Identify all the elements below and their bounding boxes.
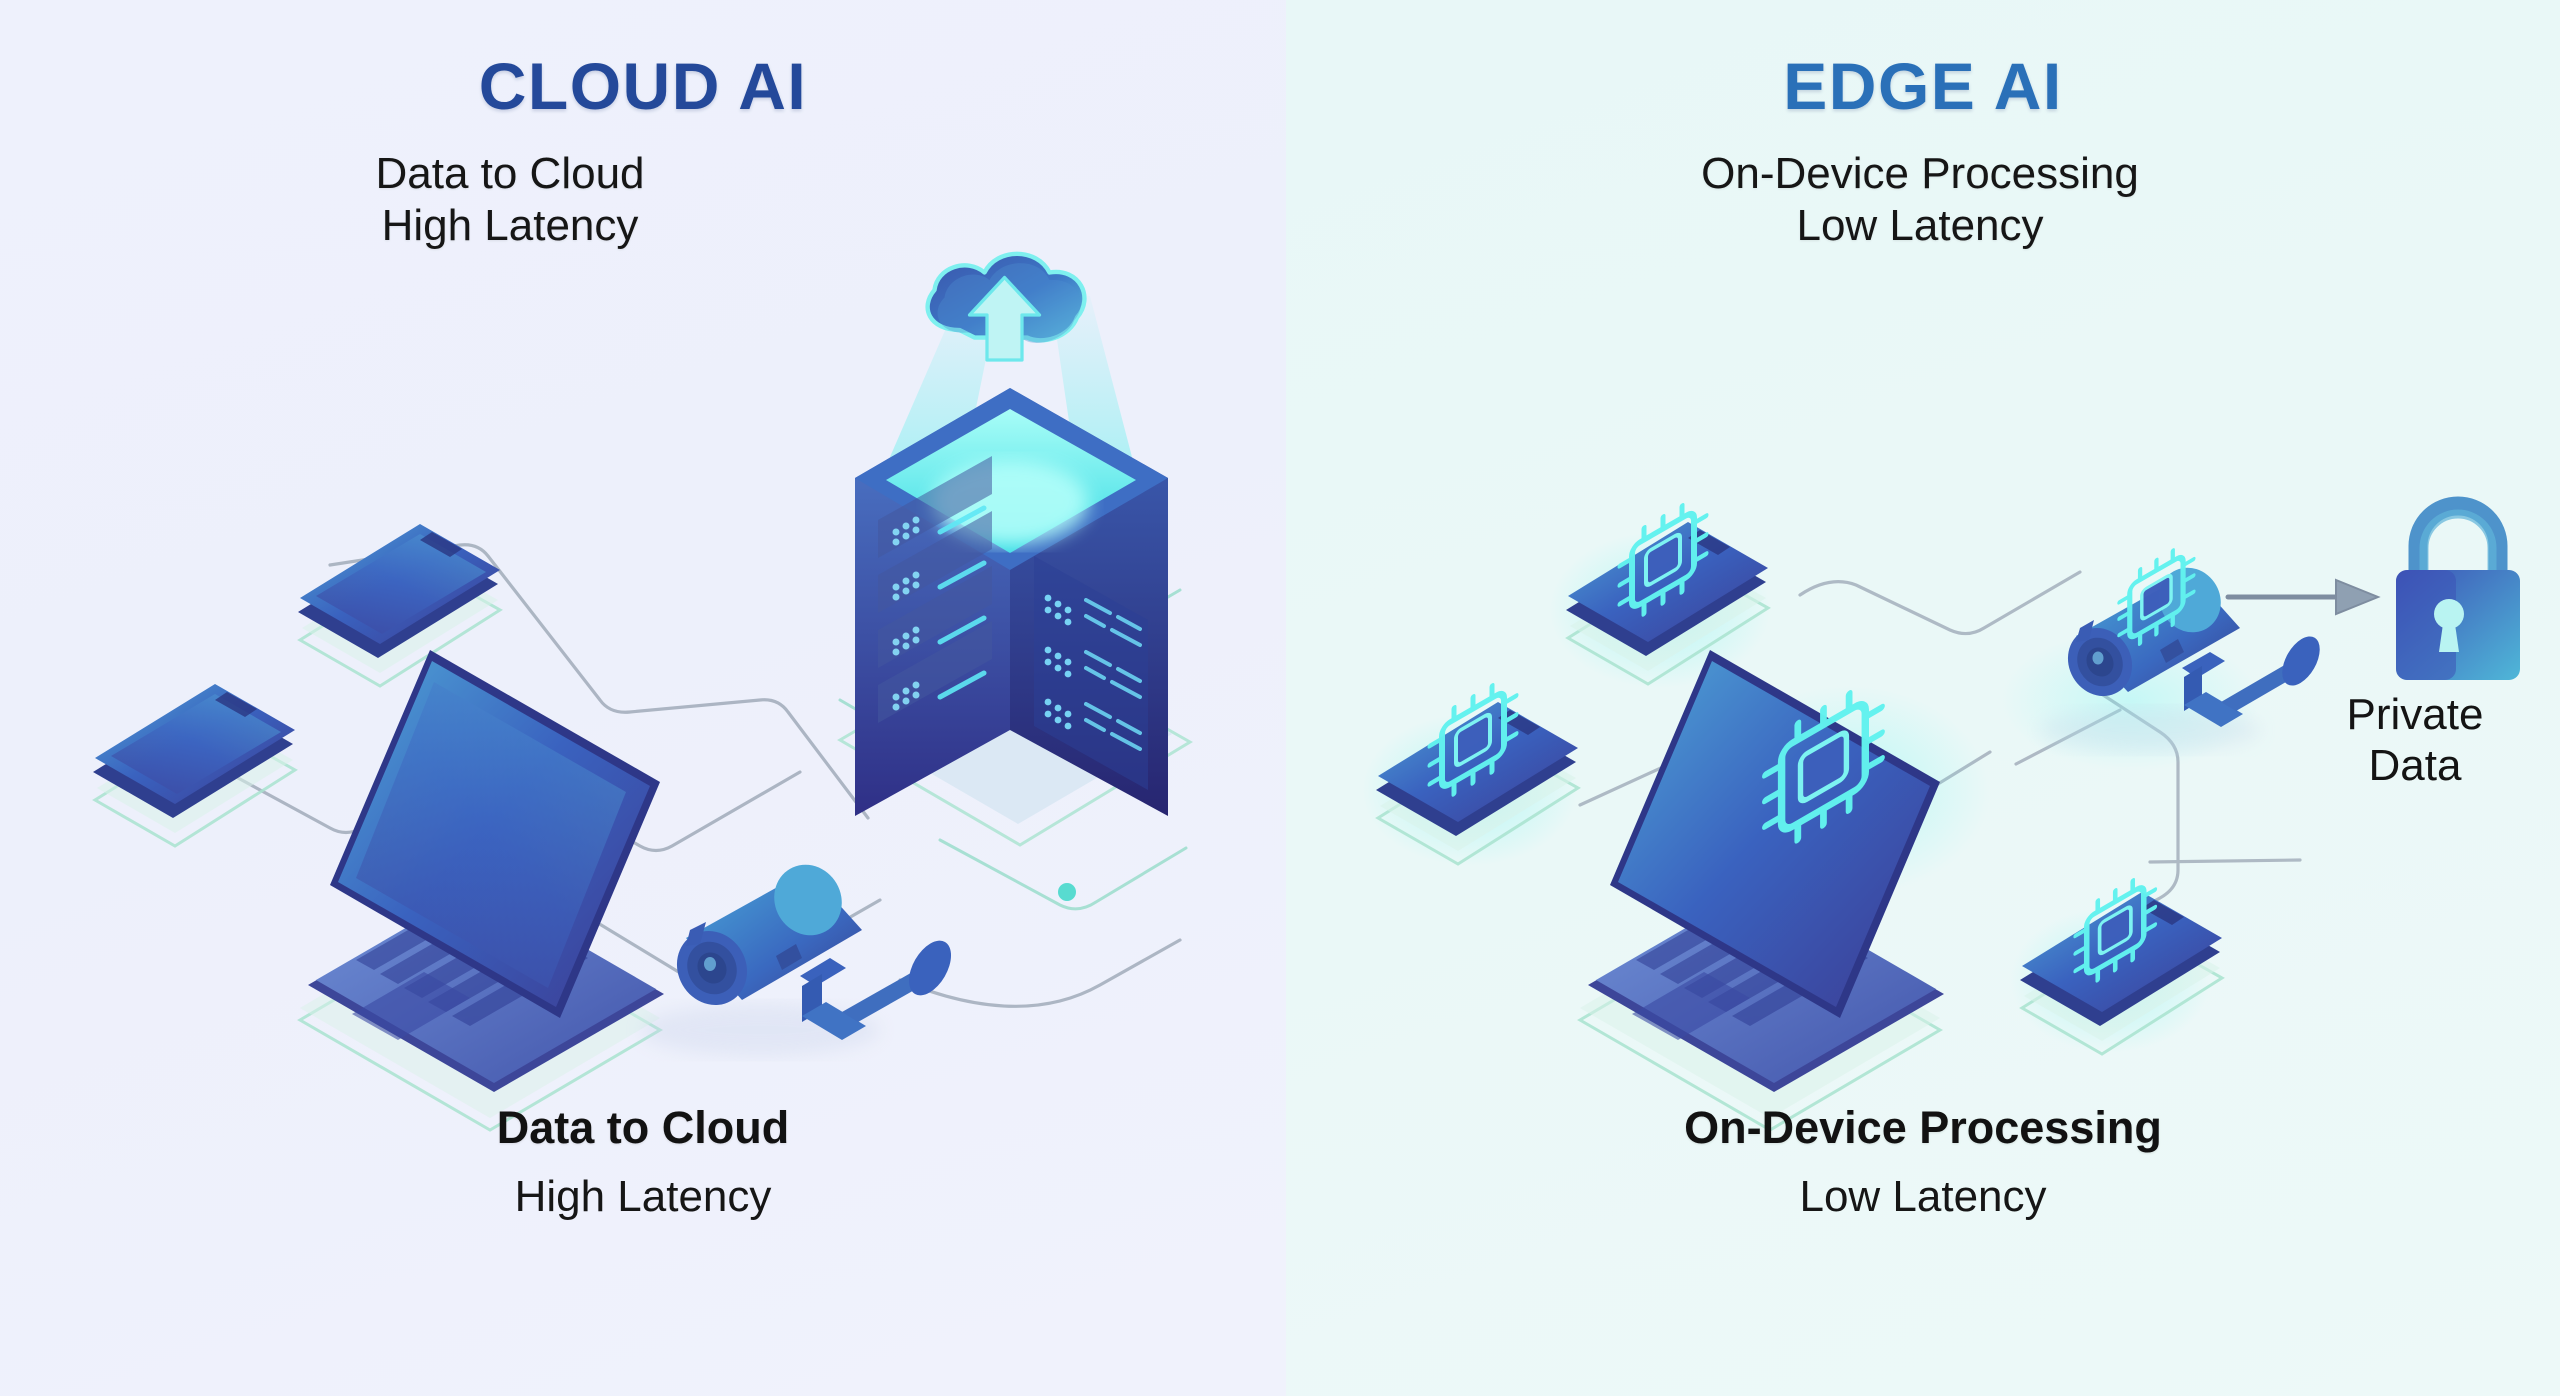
private-data-label: Private Data <box>2346 690 2484 790</box>
footer-edge-subline: Low Latency <box>1799 1172 2047 1222</box>
cloud-security-camera <box>640 864 952 1056</box>
cloud-laptop <box>297 650 664 1132</box>
cloud-upload-icon <box>925 251 1087 362</box>
edge-smartphone-left <box>1362 683 1581 866</box>
footer-edge-headline: On-Device Processing <box>1684 1102 2162 1153</box>
cloud-smartphone-left <box>92 684 298 848</box>
server-rack-slots-left <box>878 456 992 723</box>
chip-icon <box>1617 503 1709 617</box>
footer-cloud: Data to Cloud High Latency <box>0 1100 1286 1225</box>
page-title-edge: EDGE AI <box>1783 49 2063 123</box>
chip-icon <box>1427 683 1519 797</box>
arrow-right-icon <box>2225 578 2381 616</box>
edge-security-camera <box>2000 548 2320 770</box>
chip-icon <box>1762 690 1885 844</box>
edge-laptop <box>1577 650 1990 1132</box>
footer-cloud-headline: Data to Cloud <box>496 1102 790 1153</box>
page-title-cloud: CLOUD AI <box>478 49 808 123</box>
footer-cloud-subline: High Latency <box>514 1172 772 1222</box>
edge-smartphone-bottom <box>2010 877 2225 1056</box>
panel-edge-ai <box>1286 0 2560 1396</box>
padlock-icon <box>2396 496 2520 680</box>
footer-edge: On-Device Processing Low Latency <box>1286 1100 2560 1225</box>
server-data-panel-right <box>1034 556 1148 790</box>
connector-endpoint-dot <box>1058 883 1076 901</box>
subtitle-edge: On-Device Processing Low Latency <box>1701 149 2139 250</box>
cloud-smartphone-top <box>297 524 503 688</box>
chip-icon <box>2073 877 2158 983</box>
cloud-server-rack <box>837 251 1193 847</box>
subtitle-cloud: Data to Cloud High Latency <box>375 149 645 250</box>
chip-icon <box>2117 548 2196 646</box>
edge-smartphone-top <box>1550 503 1771 688</box>
